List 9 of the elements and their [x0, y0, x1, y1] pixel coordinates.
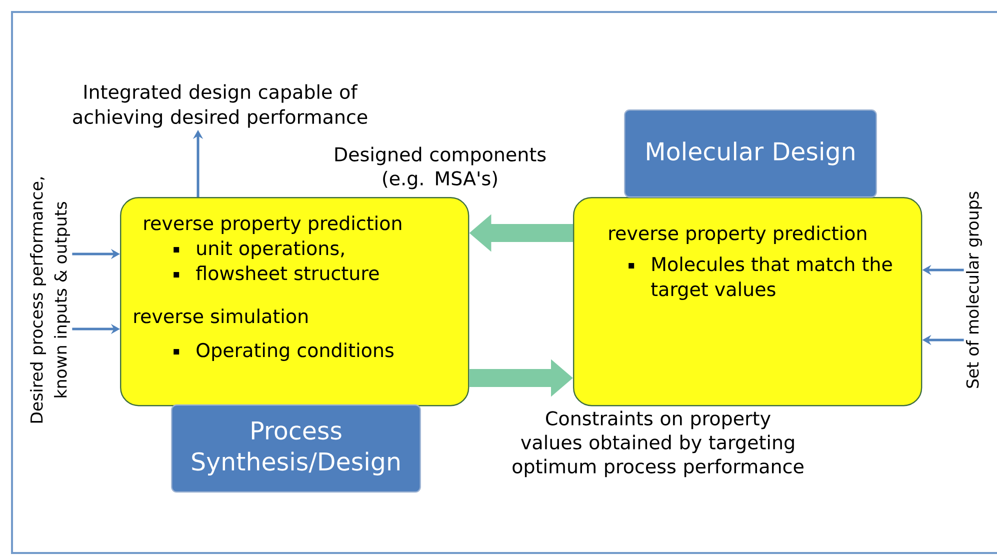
- title-tab: Molecular Design: [624, 109, 877, 198]
- input-text: Desired process performance, known inputs & outputs: [30, 177, 70, 423]
- title-tab: Process Synthesis/Design: [171, 404, 421, 493]
- edge-label: Designed components (e.g. MSA's): [335, 146, 546, 190]
- input-text: Set of molecular groups: [966, 192, 982, 388]
- output-text: Integrated design capable of achieving desired performance: [73, 84, 368, 128]
- process-box: reverse property prediction unit operations, flowsheet structure reverse simulation Operating conditions: [120, 197, 470, 406]
- process-box: reverse property prediction Molecules that match the target values: [573, 197, 922, 406]
- edge-label: Constraints on property values obtained by targeting optimum process performance: [512, 410, 804, 478]
